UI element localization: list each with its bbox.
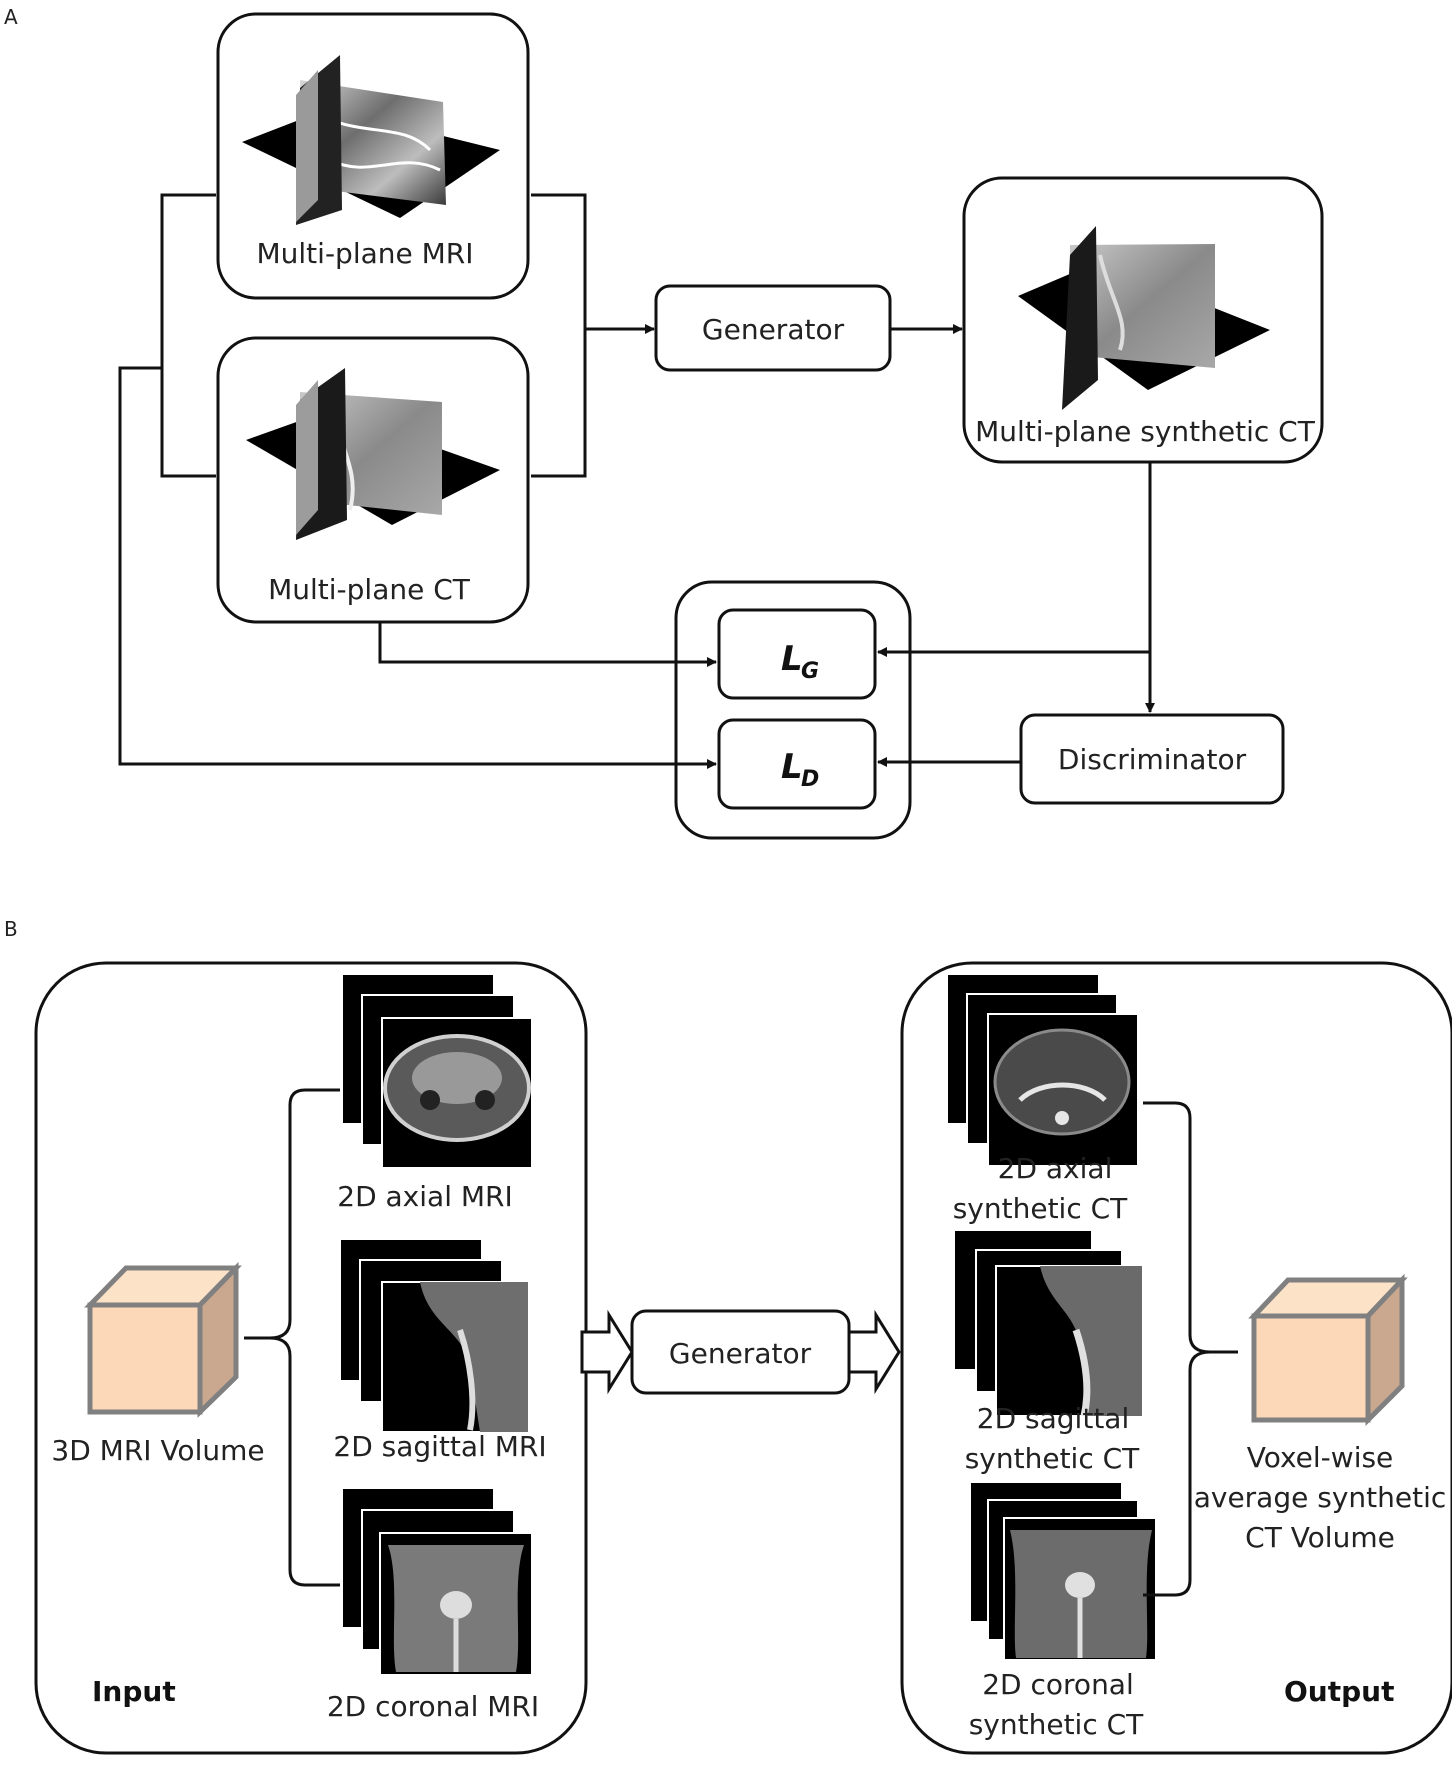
synthetic-ct-multiplane-box: Multi-plane synthetic CT xyxy=(962,176,1324,464)
input-bracket-right xyxy=(531,193,587,478)
generator-box-a: Generator xyxy=(654,284,892,372)
mri-3d-planes-image xyxy=(242,55,500,225)
svg-text:G: G xyxy=(801,659,819,684)
synthetic-ct-multiplane-label: Multi-plane synthetic CT xyxy=(975,415,1316,448)
output-volume-label-line1: Voxel-wise xyxy=(1247,1441,1394,1474)
output-volume-label-line2: average synthetic xyxy=(1194,1481,1447,1514)
discriminator-box: Discriminator xyxy=(1019,713,1285,805)
svg-text:Discriminator: Discriminator xyxy=(1058,743,1247,776)
svg-text:D: D xyxy=(801,767,819,792)
input-bracket-left xyxy=(160,193,216,478)
axial-ct-label-line2: synthetic CT xyxy=(953,1192,1128,1225)
svg-text:L: L xyxy=(781,747,803,787)
input-title: Input xyxy=(92,1675,176,1708)
coronal-mri-label: 2D coronal MRI xyxy=(327,1690,539,1723)
coronal-ct-label-line1: 2D coronal xyxy=(982,1668,1134,1701)
sagittal-ct-label-line1: 2D sagittal xyxy=(977,1402,1129,1435)
axial-mri-label: 2D axial MRI xyxy=(337,1180,513,1213)
axial-mri-stack xyxy=(341,973,533,1169)
ct-multiplane-label: Multi-plane CT xyxy=(268,573,471,606)
svg-text:L: L xyxy=(781,639,803,679)
coronal-mri-stack xyxy=(341,1487,533,1676)
arrow-inputs-to-loss-d xyxy=(118,366,717,769)
coronal-ct-label-line2: synthetic CT xyxy=(969,1708,1144,1741)
axial-ct-stack xyxy=(946,973,1139,1167)
ct-multiplane-box: Multi-plane CT xyxy=(216,336,530,624)
sagittal-ct-stack xyxy=(953,1229,1143,1417)
sagittal-mri-stack xyxy=(339,1238,529,1433)
panel-b-letter: B xyxy=(4,917,18,941)
loss-d-box: L D xyxy=(717,718,877,810)
sagittal-mri-label: 2D sagittal MRI xyxy=(333,1430,546,1463)
sagittal-ct-label-line2: synthetic CT xyxy=(965,1442,1140,1475)
hollow-arrow-into-generator xyxy=(580,1309,634,1395)
synthetic-ct-volume-cube xyxy=(1248,1273,1408,1427)
coronal-ct-stack xyxy=(969,1481,1157,1661)
axial-ct-label-line1: 2D axial xyxy=(998,1152,1113,1185)
mri-volume-label: 3D MRI Volume xyxy=(51,1434,264,1467)
mri-multiplane-box: Multi-plane MRI xyxy=(216,12,530,300)
output-volume-label-line3: CT Volume xyxy=(1245,1521,1395,1554)
input-slices-brace xyxy=(244,1088,340,1587)
synthetic-ct-3d-planes-image xyxy=(1018,226,1270,410)
generator-box-b: Generator xyxy=(630,1309,851,1395)
svg-text:Generator: Generator xyxy=(669,1337,812,1370)
panel-a-letter: A xyxy=(4,5,18,29)
output-title: Output xyxy=(1284,1675,1394,1708)
arrow-ct-to-loss-g xyxy=(378,622,717,667)
hollow-arrow-out-of-generator xyxy=(847,1309,901,1395)
loss-g-box: L G xyxy=(717,608,877,700)
svg-text:Generator: Generator xyxy=(702,313,845,346)
mri-multiplane-label: Multi-plane MRI xyxy=(257,237,474,270)
output-slices-brace xyxy=(1143,1101,1238,1597)
ct-3d-planes-image xyxy=(246,368,500,540)
mri-volume-cube xyxy=(84,1261,242,1418)
